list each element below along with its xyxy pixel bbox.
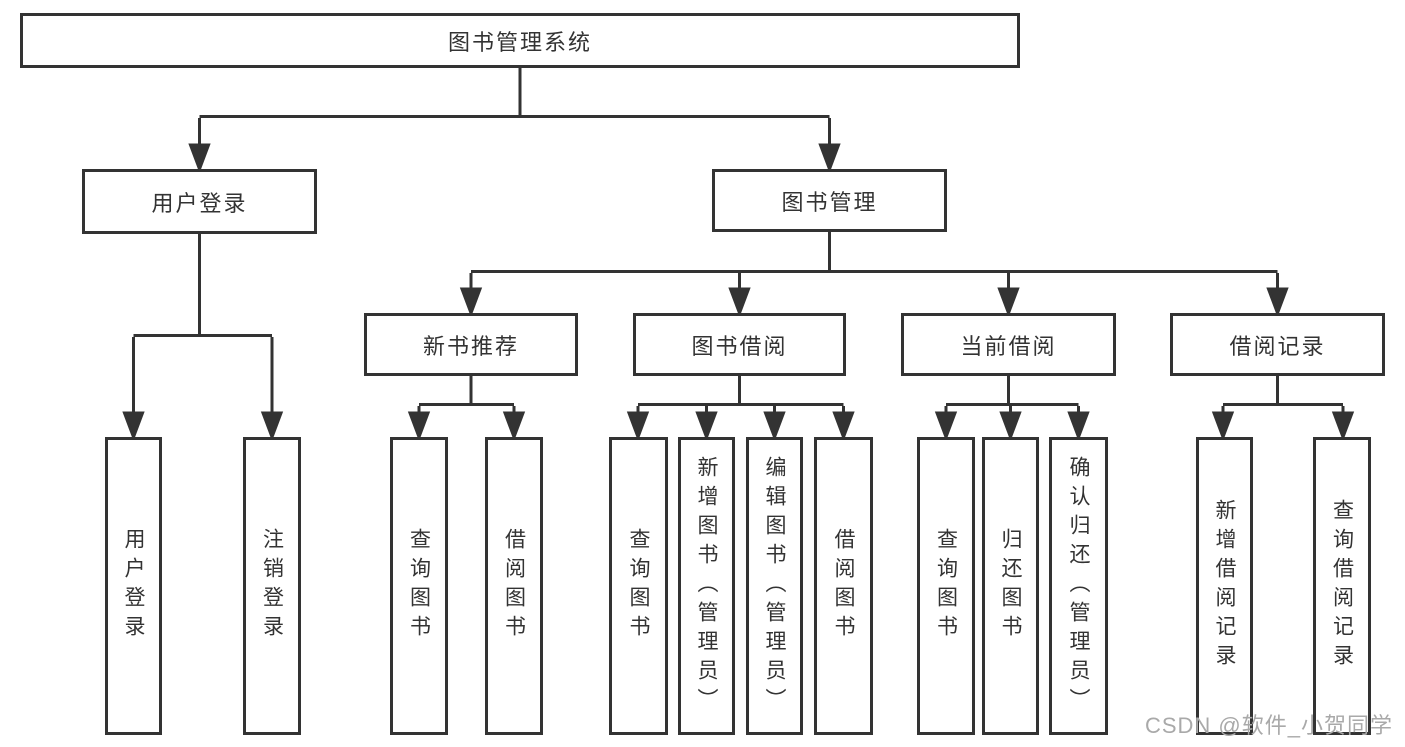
leaf-borrow-query-books: 查询图书	[609, 437, 668, 735]
node-book-borrow: 图书借阅	[633, 313, 846, 376]
leaf-records-add-record: 新增借阅记录	[1196, 437, 1253, 735]
leaf-current-return-books: 归还图书	[982, 437, 1039, 735]
connector-book-management-to-children	[459, 232, 1289, 318]
csdn-watermark: CSDN @软件_小贺同学	[1144, 713, 1393, 738]
leaf-borrow-borrow-books: 借阅图书	[814, 437, 873, 735]
leaf-user-login: 用户登录	[105, 437, 162, 735]
node-new-book-recommend: 新书推荐	[364, 313, 578, 376]
leaf-current-query-books: 查询图书	[917, 437, 975, 735]
node-book-management: 图书管理	[712, 169, 947, 232]
connector-book-borrow-to-children	[626, 376, 855, 442]
node-current-borrow: 当前借阅	[901, 313, 1116, 376]
connector-new-book-recommend-to-children	[407, 376, 526, 442]
node-library-system: 图书管理系统	[20, 13, 1020, 68]
connector-borrow-records-to-children	[1211, 376, 1355, 442]
leaf-current-confirm-return-admin: 确认归还（管理员）	[1049, 437, 1108, 735]
leaf-borrow-add-books-admin: 新增图书（管理员）	[678, 437, 735, 735]
connector-root-to-children	[188, 68, 841, 174]
leaf-borrow-edit-books-admin: 编辑图书（管理员）	[746, 437, 803, 735]
leaf-records-query-record: 查询借阅记录	[1313, 437, 1371, 735]
leaf-logout: 注销登录	[243, 437, 301, 735]
connector-user-login-to-children	[122, 234, 284, 442]
node-borrow-records: 借阅记录	[1170, 313, 1385, 376]
leaf-newrec-borrow-books: 借阅图书	[485, 437, 543, 735]
connector-current-borrow-to-children	[934, 376, 1090, 442]
leaf-newrec-query-books: 查询图书	[390, 437, 448, 735]
node-user-login: 用户登录	[82, 169, 317, 234]
